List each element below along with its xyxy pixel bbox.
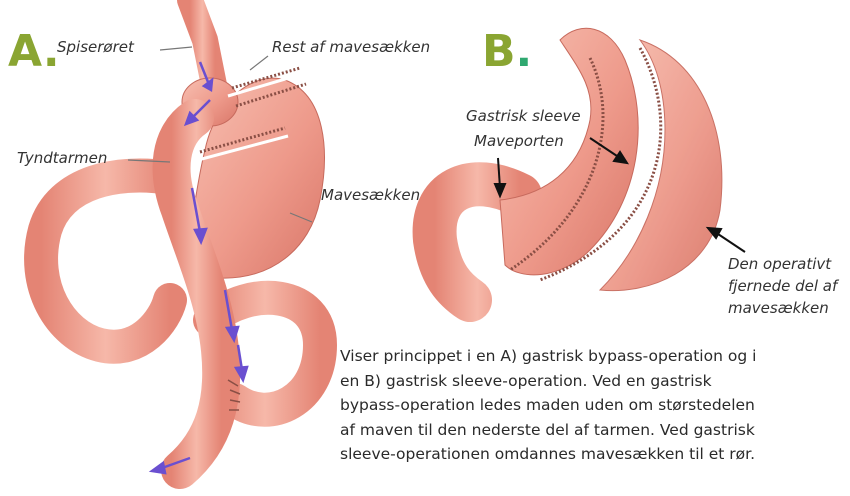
label-fjernede-del-line2: fjernede del af: [728, 277, 837, 296]
esophagus: [190, 0, 215, 90]
label-fjernede-del-line1: Den operativt: [728, 255, 831, 274]
panel-b-letter: B.: [482, 30, 532, 74]
intestine-loop-left: [41, 176, 170, 347]
label-gastrisk-sleeve: Gastrisk sleeve: [466, 107, 581, 126]
caption-line: Viser princippet i en A) gastrisk bypass…: [340, 344, 840, 369]
bypass-diagram: [41, 0, 324, 473]
caption-line: sleeve-operationen omdannes mavesækken t…: [340, 442, 840, 467]
caption-line: en B) gastrisk sleeve-operation. Ved en …: [340, 369, 840, 394]
label-spiseroeret: Spiserøret: [57, 38, 134, 57]
label-rest-mavesaek: Rest af mavesækken: [272, 38, 430, 57]
caption-line: af maven til den nederste del af tarmen.…: [340, 418, 840, 443]
caption-line: bypass-operation ledes maden uden om stø…: [340, 393, 840, 418]
caption: Viser princippet i en A) gastrisk bypass…: [340, 344, 840, 467]
label-tyndtarmen: Tyndtarmen: [17, 149, 107, 168]
label-mavesaekken: Mavesækken: [321, 186, 420, 205]
panel-a-letter: A.: [8, 30, 60, 74]
label-fjernede-del-line3: mavesækken: [728, 299, 829, 318]
label-maveporten: Maveporten: [474, 132, 564, 151]
